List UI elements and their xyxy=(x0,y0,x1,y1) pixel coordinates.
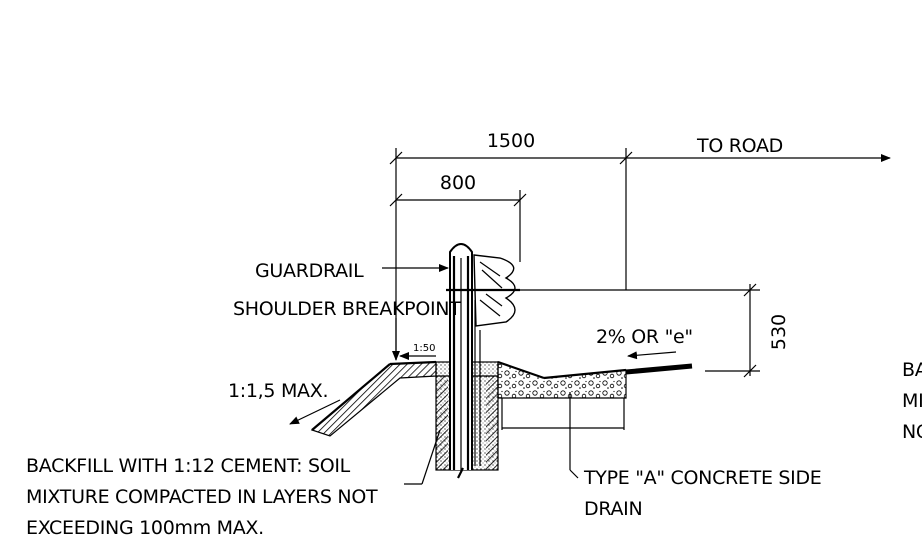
slope-max-label: 1:1,5 MAX. xyxy=(228,380,328,402)
dimension-800: 800 xyxy=(389,172,527,262)
cut-off-line-1: BA xyxy=(902,359,922,381)
shoulder-breakpoint-callout: SHOULDER BREAKPOINT xyxy=(233,298,461,361)
guardrail-label: GUARDRAIL xyxy=(255,260,364,282)
to-road-indicator: TO ROAD xyxy=(626,135,891,162)
dimension-1500-label: 1500 xyxy=(487,130,535,152)
drain-line-1: TYPE "A" CONCRETE SIDE xyxy=(583,467,822,489)
slope-1-50-label: 1:50 xyxy=(413,343,435,354)
dimension-800-label: 800 xyxy=(440,172,476,194)
dimension-1500: 1500 xyxy=(389,130,633,360)
drain-callout: TYPE "A" CONCRETE SIDE DRAIN xyxy=(583,467,822,520)
dimension-530-label: 530 xyxy=(768,314,790,350)
slope-max-callout: 1:1,5 MAX. xyxy=(228,380,341,425)
guardrail-callout: GUARDRAIL xyxy=(255,260,449,282)
embankment-slope xyxy=(310,360,437,437)
w-beam-rail xyxy=(446,254,520,327)
drain-line-2: DRAIN xyxy=(584,498,642,520)
cut-off-line-3: NC xyxy=(902,421,922,443)
concrete-side-drain xyxy=(497,360,693,479)
slope-1-50-callout: 1:50 xyxy=(399,343,436,360)
crossfall-label: 2% OR "e" xyxy=(596,326,693,348)
shoulder-breakpoint-label: SHOULDER BREAKPOINT xyxy=(233,298,461,320)
dimension-530: 530 xyxy=(510,283,790,378)
backfill-line-1: BACKFILL WITH 1:12 CEMENT: SOIL xyxy=(26,455,351,477)
cut-off-callout: BA MI NC xyxy=(902,359,922,443)
to-road-label: TO ROAD xyxy=(696,135,783,157)
cut-off-line-2: MI xyxy=(902,390,922,412)
backfill-callout: BACKFILL WITH 1:12 CEMENT: SOIL MIXTURE … xyxy=(26,429,441,539)
guardrail-post xyxy=(449,243,481,479)
crossfall-callout: 2% OR "e" xyxy=(596,326,693,360)
backfill-line-2: MIXTURE COMPACTED IN LAYERS NOT xyxy=(26,486,378,508)
backfill-line-3: EXCEEDING 100mm MAX. xyxy=(26,517,264,539)
